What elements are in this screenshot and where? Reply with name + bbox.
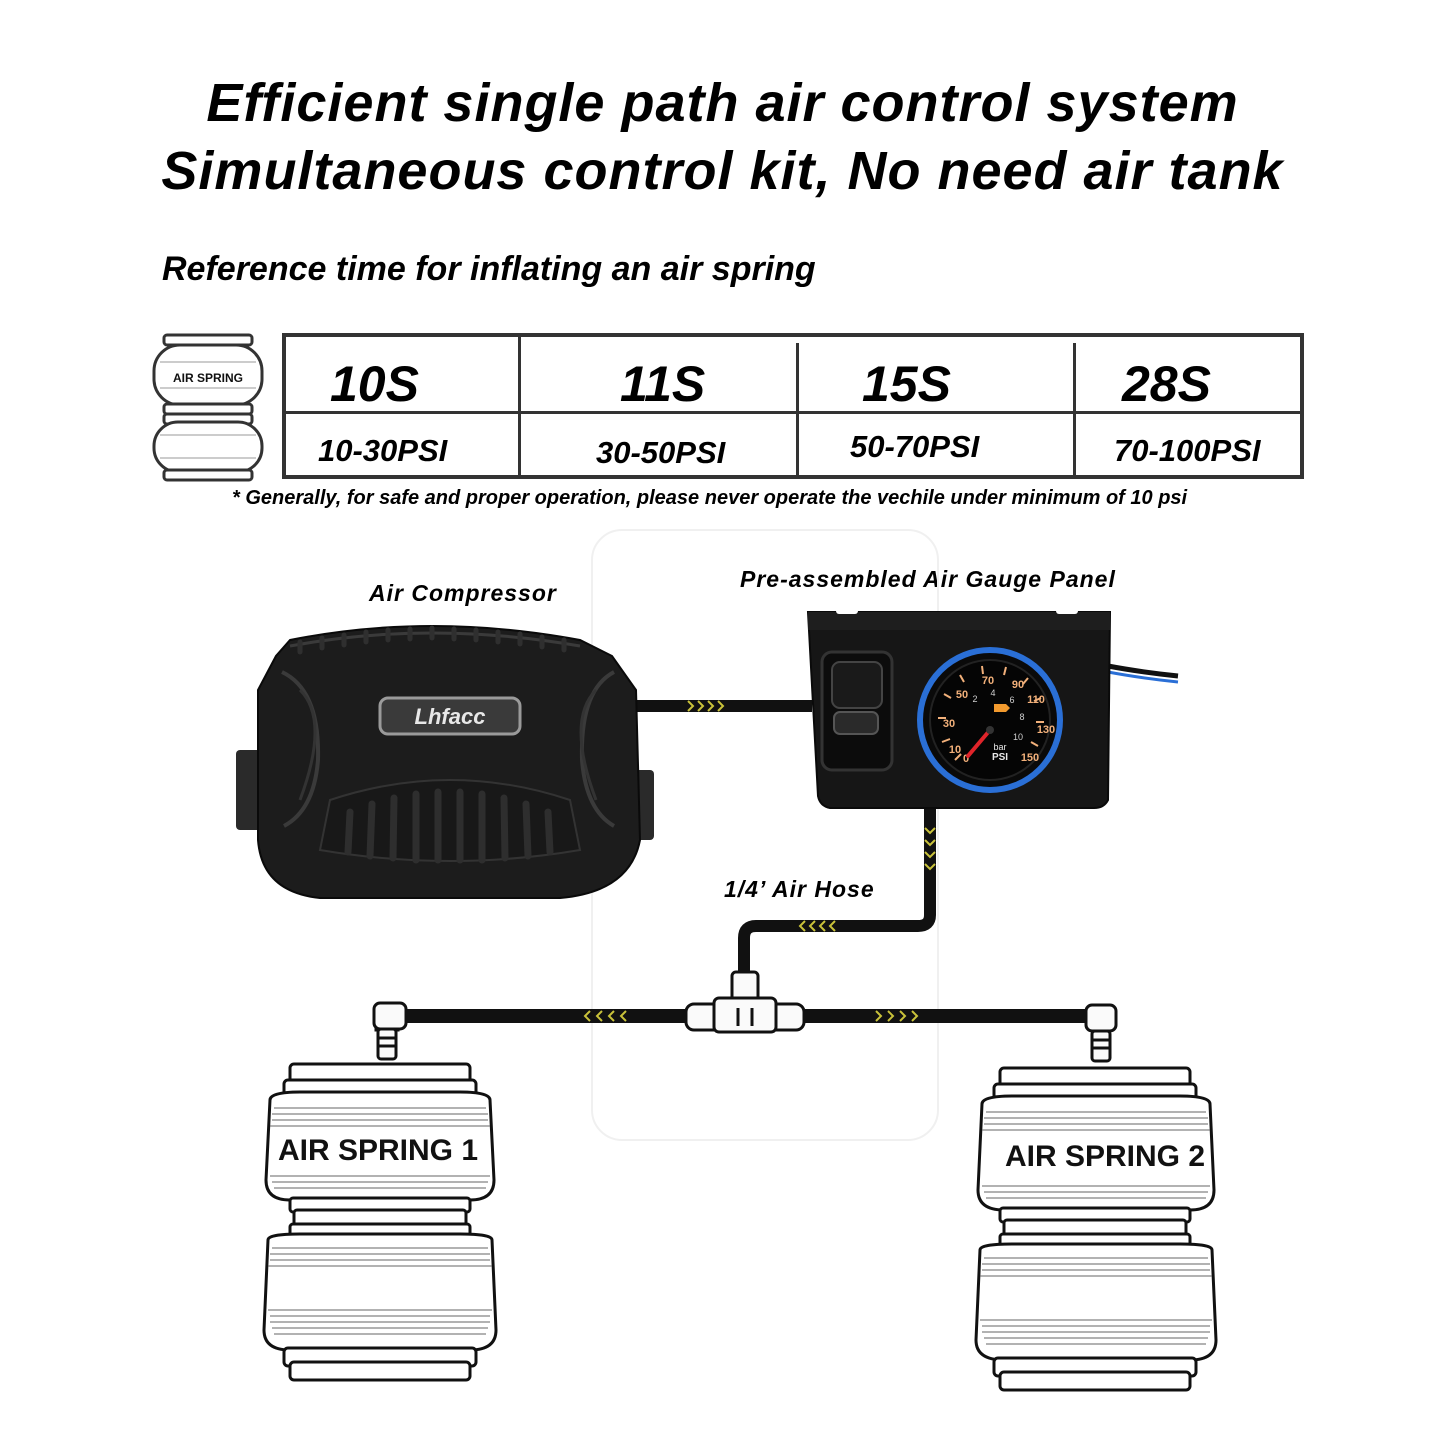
table-col-divider	[796, 343, 799, 475]
gauge-tick-label: 30	[943, 718, 955, 730]
gauge-tick-label: 130	[1037, 724, 1055, 736]
air-spring-2-ridges	[980, 1111, 1212, 1345]
tee-fitting	[684, 970, 806, 1034]
gauge-tick-label: 50	[956, 689, 968, 701]
air-spring-2-icon	[974, 1066, 1218, 1392]
gauge-bar-label: 4	[990, 688, 995, 698]
table-col-divider	[1073, 343, 1076, 475]
compressor-brand: Lhfacc	[415, 704, 486, 729]
hose-gauge-to-tee	[738, 808, 936, 982]
gauge-needle	[966, 728, 992, 758]
safety-note: * Generally, for safe and proper operati…	[232, 487, 1188, 509]
compressor-label: Air Compressor	[369, 580, 557, 606]
air-spring-1-label: AIR SPRING 1	[278, 1134, 478, 1167]
time-cell-2: 11S	[620, 356, 706, 412]
air-spring-1-ridges	[268, 1107, 492, 1335]
psi-cell-1: 10-30PSI	[318, 433, 448, 468]
gauge-bar-label: 8	[1019, 712, 1024, 722]
time-cell-4: 28S	[1122, 356, 1211, 412]
air-spring-1-icon	[262, 1062, 498, 1382]
gauge-panel-icon: 10 30 50 70 90 110 130 150 2 4 6 8 10 0 …	[806, 606, 1112, 809]
gauge-tick-label: 10	[949, 744, 961, 756]
time-cell-3: 15S	[862, 356, 951, 412]
gauge-wire	[1107, 663, 1179, 684]
arrow-icon	[583, 1010, 919, 1022]
gauge-bar-label: 2	[972, 694, 977, 704]
headline-line-1: Efficient single path air control system	[206, 73, 1239, 133]
table-row-divider	[286, 411, 1300, 414]
headline-line-2: Simultaneous control kit, No need air ta…	[161, 141, 1284, 201]
gauge-tick-label: 110	[1027, 694, 1045, 706]
gauge-zero-label: 0	[963, 753, 969, 765]
right-elbow-fitting	[1084, 1003, 1118, 1063]
reference-title: Reference time for inflating an air spri…	[162, 250, 816, 288]
gauge-unit-bar: bar	[993, 742, 1006, 752]
arrow-icon	[687, 700, 725, 712]
gauge-tick-label: 70	[982, 675, 994, 687]
gauge-panel-label: Pre-assembled Air Gauge Panel	[740, 566, 1116, 592]
gauge-tick-label: 150	[1021, 752, 1039, 764]
gauge-tick-label: 90	[1012, 679, 1024, 691]
gauge-bar-label: 10	[1013, 732, 1023, 742]
arrow-icon	[798, 827, 936, 932]
left-elbow-fitting	[372, 1001, 408, 1061]
psi-cell-3: 50-70PSI	[850, 429, 980, 464]
air-spring-icon-label: AIR SPRING	[173, 371, 243, 385]
psi-cell-4: 70-100PSI	[1114, 433, 1261, 468]
reference-table: 10S 11S 15S 28S 10-30PSI 30-50PSI 50-70P…	[282, 333, 1304, 479]
psi-cell-2: 30-50PSI	[596, 435, 726, 470]
table-col-divider	[518, 337, 521, 475]
gauge-unit-psi: PSI	[992, 752, 1008, 763]
hose-label: 1/4’ Air Hose	[724, 876, 875, 902]
air-compressor-icon: Lhfacc	[236, 625, 654, 899]
air-spring-icon: AIR SPRING	[152, 333, 264, 482]
air-spring-2-label: AIR SPRING 2	[1005, 1140, 1205, 1173]
gauge-bar-label: 6	[1009, 695, 1014, 705]
time-cell-1: 10S	[330, 356, 419, 412]
